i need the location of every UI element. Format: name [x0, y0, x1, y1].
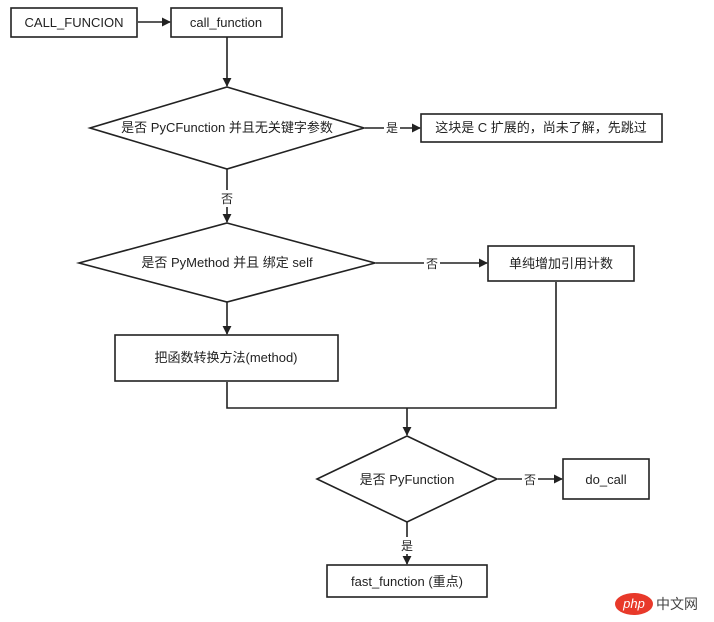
node-decision-pyfunction: 是否 PyFunction	[315, 435, 499, 523]
node-decision-pyfunction-label: 是否 PyFunction	[360, 472, 455, 487]
php-site-watermark: php 中文网	[615, 593, 698, 615]
php-logo-badge	[615, 593, 653, 615]
node-c-extension-skip-label: 这块是 C 扩展的，尚未了解，先跳过	[435, 120, 647, 135]
node-func-to-method-label: 把函数转换方法(method)	[154, 350, 297, 365]
edge-label-pycfunction-no: 否	[221, 192, 233, 206]
nodes: CALL_FUNCION call_function 是否 PyCFunctio…	[10, 7, 663, 598]
edge-incref-to-merge	[407, 282, 557, 409]
node-do-call: do_call	[562, 458, 650, 500]
edge-label-pycfunction-yes: 是	[386, 121, 398, 135]
node-fast-function-label: fast_function (重点)	[351, 574, 463, 589]
edge-label-pyfunction-no: 否	[524, 473, 536, 487]
node-decision-pymethod: 是否 PyMethod 并且 绑定 self	[75, 222, 379, 303]
node-decision-pymethod-label: 是否 PyMethod 并且 绑定 self	[141, 255, 313, 270]
watermark-site-text: 中文网	[656, 596, 698, 612]
node-call-function-label: call_function	[190, 15, 262, 30]
node-incref-only-label: 单纯增加引用计数	[509, 256, 613, 271]
node-do-call-label: do_call	[585, 472, 626, 487]
edge-labels: 是 否 否 否 是	[219, 119, 538, 554]
php-logo-text: php	[622, 596, 645, 611]
edge-method-to-merge	[226, 382, 407, 409]
node-incref-only: 单纯增加引用计数	[487, 245, 635, 282]
node-call-funcion: CALL_FUNCION	[10, 7, 138, 38]
edge-label-pyfunction-yes: 是	[401, 539, 413, 553]
node-call-funcion-label: CALL_FUNCION	[25, 15, 124, 30]
node-func-to-method: 把函数转换方法(method)	[114, 334, 339, 382]
node-decision-pycfunction-label: 是否 PyCFunction 并且无关键字参数	[121, 120, 333, 135]
node-c-extension-skip: 这块是 C 扩展的，尚未了解，先跳过	[420, 113, 663, 143]
node-fast-function: fast_function (重点)	[326, 564, 488, 598]
node-call-function: call_function	[170, 7, 283, 38]
node-decision-pycfunction: 是否 PyCFunction 并且无关键字参数	[87, 86, 367, 170]
edge-label-pymethod-no: 否	[426, 257, 438, 271]
